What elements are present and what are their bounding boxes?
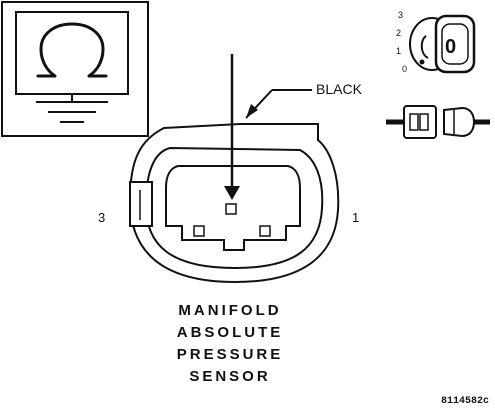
ignition-position-2: 2	[396, 28, 401, 38]
ignition-position-1: 1	[396, 46, 401, 56]
sensor-title-line-2: ABSOLUTE	[176, 324, 284, 341]
pin-number-right: 1	[352, 210, 359, 225]
ignition-switch-icon: 3 2 1 0 0	[396, 10, 476, 74]
ohmmeter-panel	[1, 1, 149, 137]
ignition-position-0: 0	[402, 64, 407, 74]
pin-number-left: 3	[98, 210, 105, 225]
figure-id: 8114582c	[440, 396, 489, 407]
ignition-position-3: 3	[398, 10, 403, 20]
disconnected-connector-icon	[386, 105, 490, 139]
connector-housing	[128, 123, 340, 284]
ignition-key-label: 0	[445, 36, 456, 58]
sensor-title-line-1: MANIFOLD	[178, 302, 282, 319]
probe-lead	[224, 54, 240, 200]
sensor-title-line-3: PRESSURE	[176, 346, 284, 363]
wire-callout: BLACK	[245, 81, 363, 119]
wire-color-label: BLACK	[316, 81, 363, 97]
sensor-title-line-4: SENSOR	[189, 368, 271, 385]
ohmmeter-icon	[36, 22, 108, 78]
ground-symbol-icon	[36, 94, 108, 123]
